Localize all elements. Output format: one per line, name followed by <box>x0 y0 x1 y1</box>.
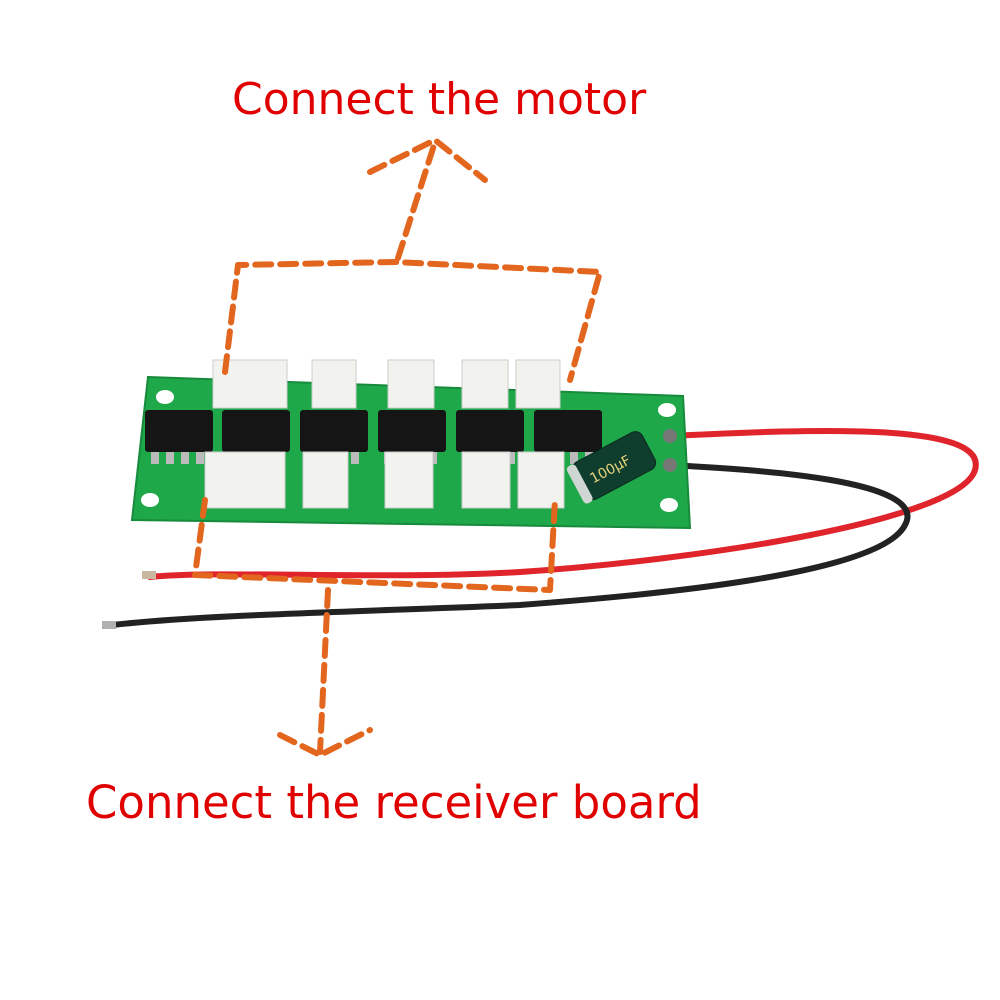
receiver-label: Connect the receiver board <box>86 776 702 829</box>
receiver-bracket <box>192 497 558 593</box>
receiver-connector <box>204 451 286 509</box>
solder-pad-negative <box>663 458 677 472</box>
solder-pad-positive <box>663 429 677 443</box>
capacitor: 100µF <box>566 431 657 504</box>
receiver-connector <box>384 451 434 509</box>
motor-connector <box>461 359 509 409</box>
motor-arrow <box>367 137 488 261</box>
black-wire-tip <box>102 621 116 629</box>
motor-connector <box>387 359 435 409</box>
receiver-connector <box>461 451 511 509</box>
receiver-connector <box>517 451 565 509</box>
red-wire <box>147 427 979 580</box>
motor-connector <box>515 359 561 409</box>
mounting-holes <box>141 390 678 512</box>
motor-bracket <box>222 259 603 383</box>
red-wire-tip <box>142 571 156 579</box>
receiver-connector <box>302 451 349 509</box>
motor-label: Connect the motor <box>232 74 647 125</box>
driver-chip <box>145 410 213 464</box>
receiver-arrow <box>277 587 373 758</box>
motor-connector <box>311 359 357 409</box>
black-wire <box>109 462 911 628</box>
